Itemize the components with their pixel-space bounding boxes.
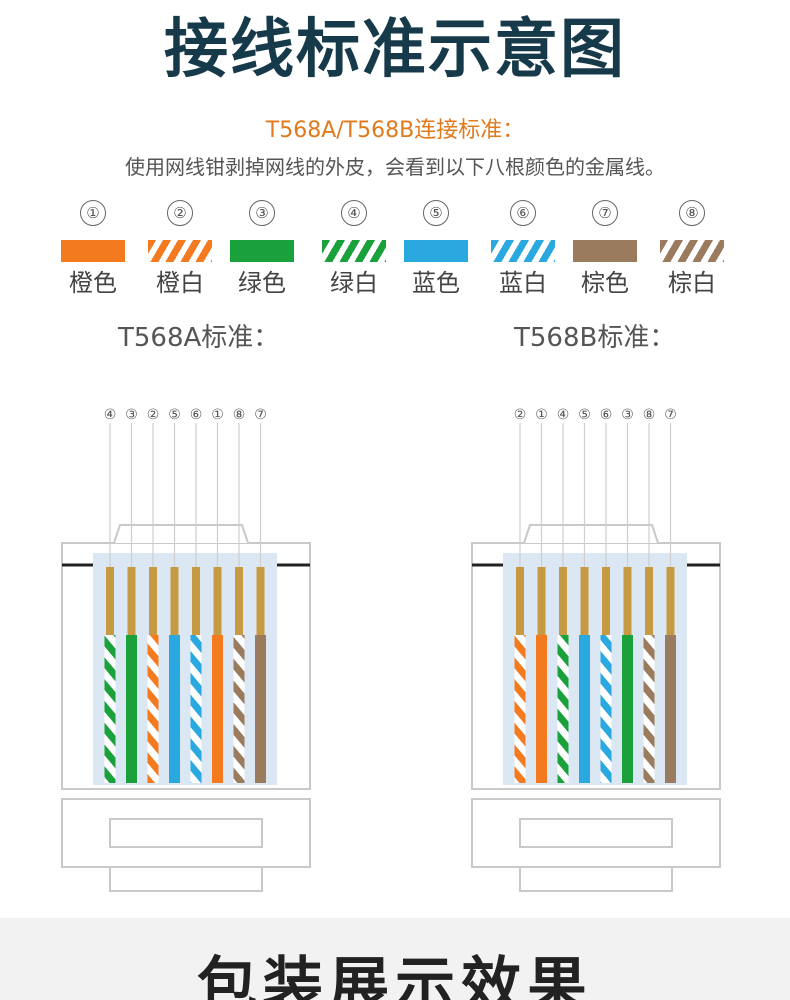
- color-swatch: [322, 240, 386, 262]
- gold-contact: [537, 567, 546, 635]
- legend-item: ⑦ 棕色: [560, 200, 650, 298]
- legend-number: ⑦: [592, 200, 618, 226]
- legend-item: ⑥ 蓝白: [478, 200, 568, 298]
- legend-item: ⑧ 棕白: [647, 200, 737, 298]
- wire: [104, 635, 116, 783]
- gold-contact: [602, 567, 610, 635]
- wire: [665, 635, 676, 783]
- wire: [643, 635, 655, 783]
- pin-order-number: ①: [211, 407, 224, 423]
- legend-number: ②: [167, 200, 193, 226]
- pin-order-number: ⑧: [233, 407, 246, 423]
- legend-number: ③: [249, 200, 275, 226]
- gold-contact: [235, 567, 243, 635]
- color-swatch: [230, 240, 294, 262]
- gold-contact: [127, 567, 136, 635]
- pin-order-number: ⑥: [190, 407, 203, 423]
- legend-item: ③ 绿色: [217, 200, 307, 298]
- color-swatch: [148, 240, 212, 262]
- pin-order-number: ⑧: [643, 407, 656, 423]
- color-swatch: [491, 240, 555, 262]
- legend-color-name: 绿白: [330, 269, 378, 297]
- legend-number: ⑧: [679, 200, 705, 226]
- wire-color-legend: ① 橙色 ② 橙白 ③ 绿色 ④ 绿白 ⑤ 蓝色 ⑥ 蓝白 ⑦ 棕色 ⑧ 棕白: [48, 200, 748, 310]
- connector-window: [93, 553, 277, 785]
- wire: [514, 635, 526, 783]
- wire: [190, 635, 202, 783]
- standards-subtitle: T568A/T568B连接标准：: [265, 118, 525, 143]
- color-swatch: [61, 240, 125, 262]
- wire: [557, 635, 569, 783]
- legend-number: ⑥: [510, 200, 536, 226]
- pin-order-number: ④: [104, 407, 117, 423]
- pin-order-number: ③: [621, 407, 634, 423]
- gold-contact: [559, 567, 567, 635]
- gold-contact: [645, 567, 653, 635]
- legend-color-name: 绿色: [238, 269, 286, 297]
- pin-order-number: ⑦: [254, 407, 267, 423]
- bottom-banner: 包装展示效果: [0, 918, 790, 1000]
- packaging-heading: 包装展示效果: [197, 951, 593, 1000]
- wire: [622, 635, 633, 783]
- legend-color-name: 橙色: [69, 269, 117, 297]
- gold-contact: [666, 567, 675, 635]
- pin-order-number: ①: [535, 407, 548, 423]
- gold-contact: [106, 567, 114, 635]
- wire: [233, 635, 245, 783]
- legend-number: ①: [80, 200, 106, 226]
- pin-order-number: ④: [557, 407, 570, 423]
- wire: [212, 635, 223, 783]
- wire: [126, 635, 137, 783]
- gold-contact: [192, 567, 200, 635]
- description-text: 使用网线钳剥掉网线的外皮，会看到以下八根颜色的金属线。: [125, 155, 665, 179]
- gold-contact: [580, 567, 589, 635]
- t568b-label: T568B标准：: [514, 323, 676, 353]
- wire: [600, 635, 612, 783]
- wire: [147, 635, 159, 783]
- legend-number: ④: [341, 200, 367, 226]
- color-swatch: [660, 240, 724, 262]
- pin-order-number: ⑥: [600, 407, 613, 423]
- pin-order-number: ③: [125, 407, 138, 423]
- color-swatch: [573, 240, 637, 262]
- gold-contact: [213, 567, 222, 635]
- gold-contact: [516, 567, 524, 635]
- legend-color-name: 蓝色: [412, 269, 460, 297]
- pin-order-number: ②: [514, 407, 527, 423]
- legend-item: ② 橙白: [135, 200, 225, 298]
- pin-order-number: ⑤: [578, 407, 591, 423]
- wire: [169, 635, 180, 783]
- legend-item: ① 橙色: [48, 200, 138, 298]
- page-title: 接线标准示意图: [164, 13, 626, 87]
- gold-contact: [170, 567, 179, 635]
- gold-contact: [149, 567, 157, 635]
- legend-item: ④ 绿白: [309, 200, 399, 298]
- color-swatch: [404, 240, 468, 262]
- gold-contact: [623, 567, 632, 635]
- legend-color-name: 棕白: [668, 269, 716, 297]
- wire: [536, 635, 547, 783]
- legend-color-name: 橙白: [156, 269, 204, 297]
- connector-window: [503, 553, 687, 785]
- legend-number: ⑤: [423, 200, 449, 226]
- t568a-label: T568A标准：: [118, 323, 280, 353]
- pin-order-number: ②: [147, 407, 160, 423]
- legend-item: ⑤ 蓝色: [391, 200, 481, 298]
- pin-order-number: ⑦: [664, 407, 677, 423]
- pin-order-number: ⑤: [168, 407, 181, 423]
- wire: [579, 635, 590, 783]
- wire: [255, 635, 266, 783]
- legend-color-name: 蓝白: [499, 269, 547, 297]
- legend-color-name: 棕色: [581, 269, 629, 297]
- gold-contact: [256, 567, 265, 635]
